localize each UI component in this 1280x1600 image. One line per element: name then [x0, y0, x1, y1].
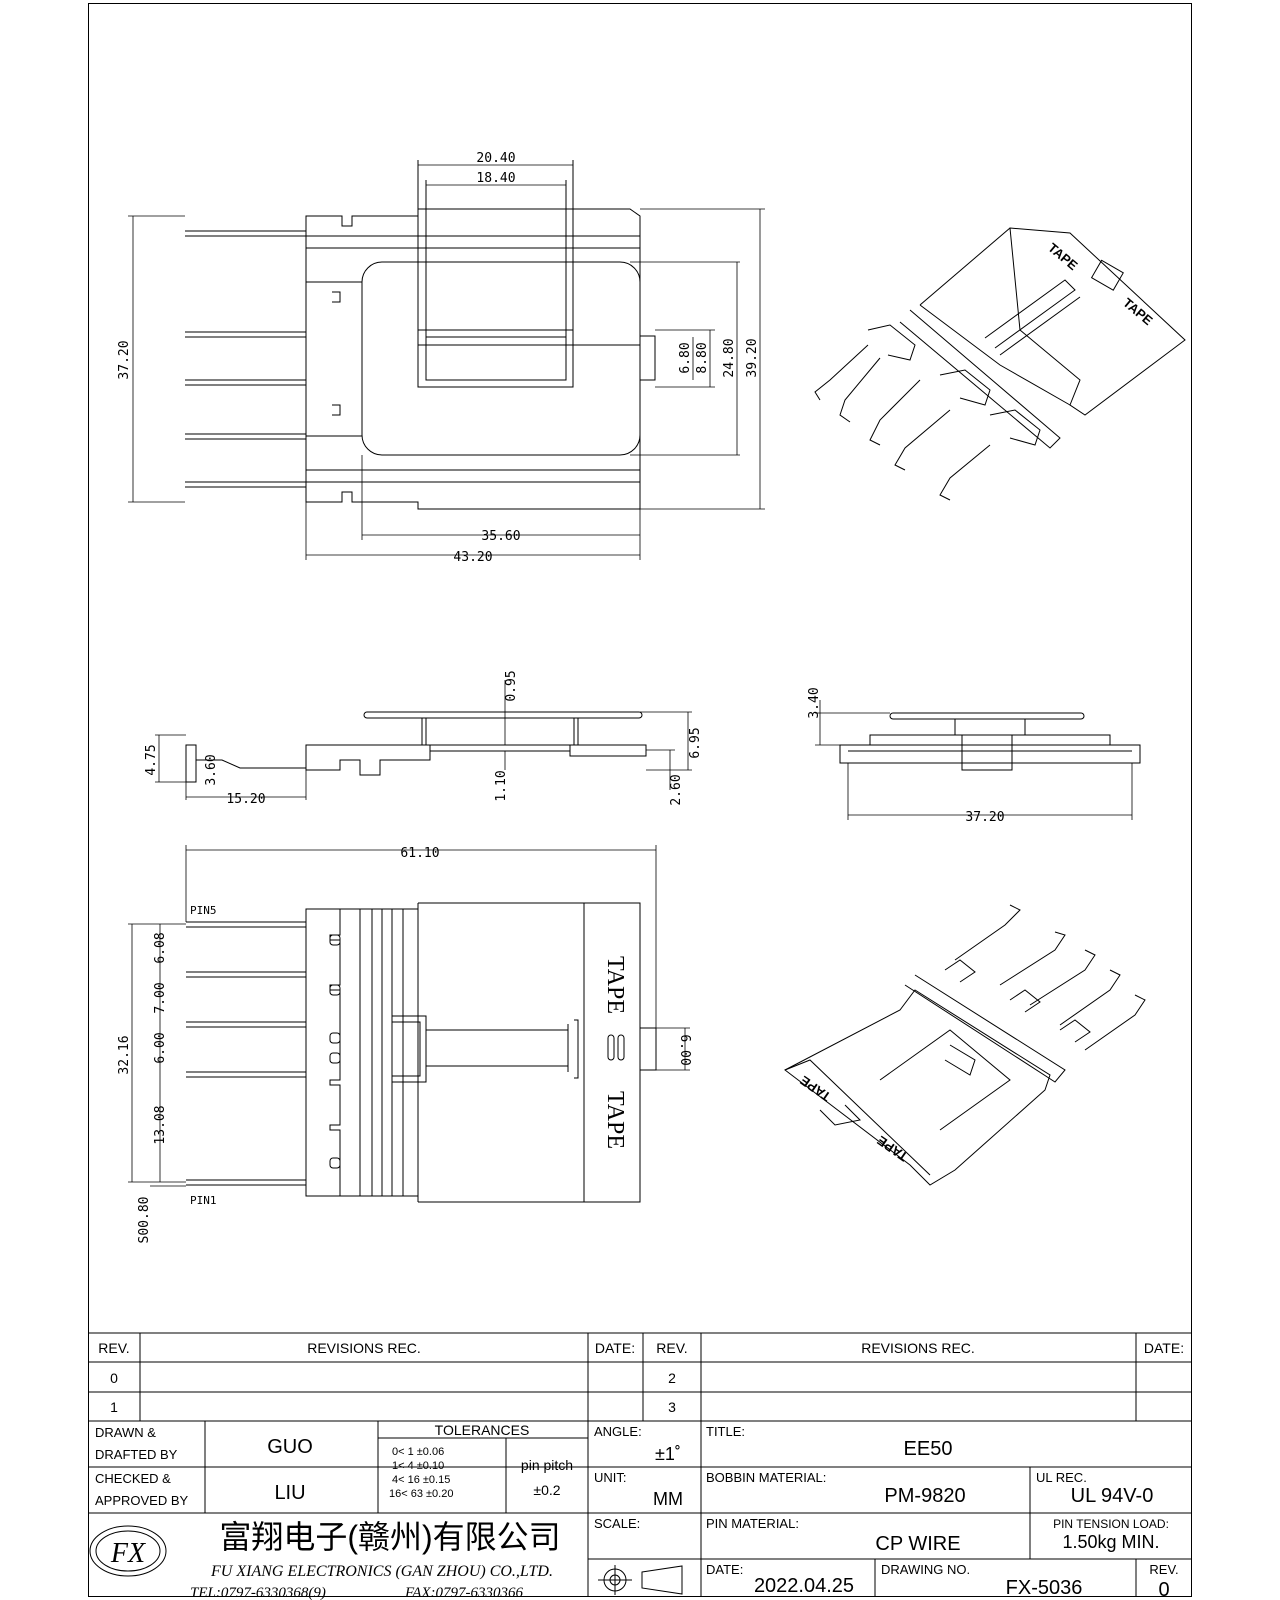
dim-s00-80: S00.80 [137, 1197, 152, 1244]
dim-6-00-right: 6.00 [677, 1034, 692, 1065]
top-view [128, 160, 765, 560]
angle-value: ±1˚ [655, 1444, 681, 1464]
date-header-left: DATE: [595, 1340, 635, 1356]
pin-pitch-label: pin pitch [521, 1457, 573, 1473]
dim-8-80: 8.80 [695, 342, 710, 373]
drawing-frame [88, 3, 1192, 1597]
title-label: TITLE: [706, 1424, 745, 1439]
title-block-lines [88, 1333, 1192, 1597]
scale-label: SCALE: [594, 1516, 640, 1531]
dim-20-40: 20.40 [476, 151, 515, 166]
side-view [155, 680, 692, 800]
dim-39-20: 39.20 [745, 338, 760, 377]
pin-pitch-value: ±0.2 [533, 1482, 560, 1498]
rev-1: 1 [110, 1399, 118, 1415]
date-value: 2022.04.25 [754, 1575, 854, 1597]
dim-37-20: 37.20 [117, 340, 132, 379]
rev-label-bottom: REV. [1149, 1562, 1178, 1577]
checked-label-2: APPROVED BY [95, 1493, 189, 1508]
drawn-label-2: DRAFTED BY [95, 1447, 178, 1462]
angle-label: ANGLE: [594, 1424, 642, 1439]
revisions-rec-left: REVISIONS REC. [307, 1340, 421, 1356]
dim-24-80: 24.80 [722, 338, 737, 377]
ul-rec-label: UL REC. [1036, 1470, 1087, 1485]
tape-label-bottom: TAPE [602, 1091, 628, 1149]
date-header-right: DATE: [1144, 1340, 1184, 1356]
pin-material-label: PIN MATERIAL: [706, 1516, 799, 1531]
rev-0: 0 [110, 1370, 118, 1386]
rev-3: 3 [668, 1399, 676, 1415]
dim-32-16: 32.16 [117, 1035, 132, 1074]
drawn-by: GUO [267, 1436, 313, 1458]
company-name-cn: 富翔电子(赣州)有限公司 [219, 1519, 560, 1555]
dim-4-75: 4.75 [144, 744, 159, 775]
unit-value: MM [653, 1489, 683, 1509]
company-fax: FAX:0797-6330366 [404, 1585, 524, 1600]
bobbin-material-value: PM-9820 [884, 1485, 965, 1507]
rev-value-bottom: 0 [1158, 1579, 1169, 1600]
revisions-rec-right: REVISIONS REC. [861, 1340, 975, 1356]
tol-row-4: 16< 63 ±0.20 [389, 1488, 453, 1500]
title-value: EE50 [904, 1438, 953, 1460]
pin1-label: PIN1 [190, 1194, 217, 1207]
ul-rec-value: UL 94V-0 [1071, 1485, 1154, 1507]
dim-13-08: 13.08 [153, 1105, 168, 1144]
fx-logo: FX [90, 1526, 166, 1576]
rev-2: 2 [668, 1370, 676, 1386]
company-name-en: FU XIANG ELECTRONICS (GAN ZHOU) CO.,LTD. [210, 1563, 553, 1580]
dim-37-20-end: 37.20 [965, 810, 1004, 825]
top-view-dims: 20.40 18.40 37.20 39.20 24.80 8.80 6.80 … [117, 151, 760, 565]
checked-by: LIU [274, 1482, 305, 1504]
company-tel: TEL:0797-6330368(9) [190, 1585, 326, 1600]
pin5-label: PIN5 [190, 904, 217, 917]
isometric-bottom-view [785, 905, 1145, 1185]
dim-2-60: 2.60 [669, 774, 684, 805]
unit-label: UNIT: [594, 1470, 627, 1485]
iso-bottom-tape-2: TAPE [874, 1133, 910, 1165]
iso-top-tape-1: TAPE [1045, 240, 1081, 273]
dim-3-60: 3.60 [204, 754, 219, 785]
tape-label-top: TAPE [602, 956, 628, 1014]
isometric-top-view [815, 228, 1185, 500]
rev-header-right: REV. [656, 1340, 687, 1356]
dim-0-95: 0.95 [504, 670, 519, 701]
drawing-no-label: DRAWING NO. [881, 1562, 970, 1577]
bobbin-material-label: BOBBIN MATERIAL: [706, 1470, 826, 1485]
bottom-view [128, 845, 690, 1202]
dim-1-10: 1.10 [494, 770, 509, 801]
end-view [815, 700, 1140, 820]
dim-35-60: 35.60 [481, 529, 520, 544]
dim-61-10: 61.10 [400, 846, 439, 861]
dim-6-08: 6.08 [153, 932, 168, 963]
tolerances-label: TOLERANCES [435, 1422, 530, 1438]
date-label: DATE: [706, 1562, 743, 1577]
drawing-no-value: FX-5036 [1006, 1577, 1083, 1599]
pin-tension-label: PIN TENSION LOAD: [1053, 1517, 1169, 1531]
dim-3-40: 3.40 [807, 687, 822, 718]
pin-material-value: CP WIRE [875, 1533, 960, 1555]
projection-symbol-icon [598, 1565, 682, 1595]
rev-header-left: REV. [98, 1340, 129, 1356]
tol-row-2: 1< 4 ±0.10 [392, 1460, 444, 1472]
tol-row-3: 4< 16 ±0.15 [392, 1474, 450, 1486]
dim-18-40: 18.40 [476, 171, 515, 186]
dim-6-95: 6.95 [688, 727, 703, 758]
pin-tension-value: 1.50kg MIN. [1062, 1532, 1159, 1552]
dim-6-80: 6.80 [678, 342, 693, 373]
checked-label-1: CHECKED & [95, 1471, 171, 1486]
dim-7-00: 7.00 [153, 982, 168, 1013]
tol-row-1: 0< 1 ±0.06 [392, 1446, 444, 1458]
title-block-text: REV. REVISIONS REC. DATE: REV. REVISIONS… [95, 1340, 1184, 1600]
dim-15-20: 15.20 [226, 792, 265, 807]
dim-6-00: 6.00 [153, 1032, 168, 1063]
dim-43-20: 43.20 [453, 550, 492, 565]
drawn-label-1: DRAWN & [95, 1425, 156, 1440]
logo-text: FX [110, 1538, 146, 1569]
iso-top-tape-2: TAPE [1120, 295, 1156, 328]
